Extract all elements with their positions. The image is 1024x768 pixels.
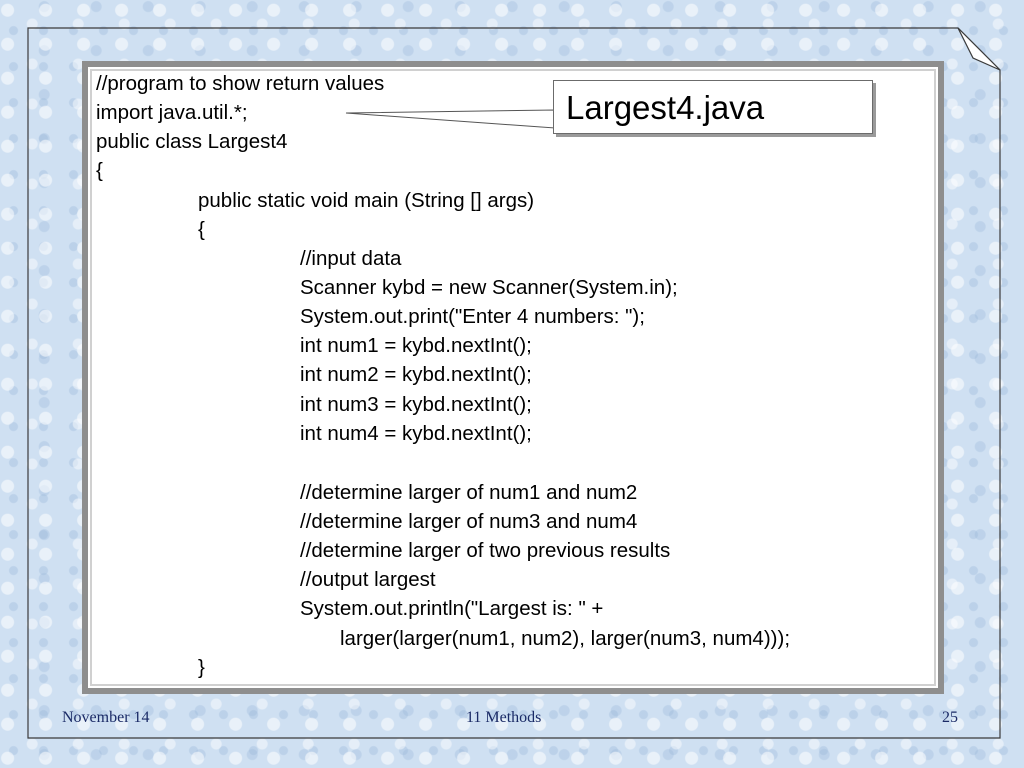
callout-box: Largest4.java	[553, 80, 873, 134]
dog-ear-page-outline	[27, 27, 1001, 739]
code-line-main-declaration: public static void main (String [] args)	[198, 189, 535, 212]
code-line-num3: int num3 = kybd.nextInt();	[300, 393, 532, 416]
footer-title: 11 Methods	[466, 709, 542, 726]
code-line-comment-output: //output largest	[300, 568, 436, 591]
code-line-comment-program: //program to show return values	[96, 72, 385, 95]
code-line-println: System.out.println("Largest is: " +	[300, 597, 604, 620]
code-line-main-open-brace: {	[198, 218, 205, 241]
code-line-print-prompt: System.out.print("Enter 4 numbers: ");	[300, 305, 645, 328]
code-line-num1: int num1 = kybd.nextInt();	[300, 334, 532, 357]
code-line-comment-larger-3-4: //determine larger of num3 and num4	[300, 510, 638, 533]
dog-ear-fold	[957, 27, 1001, 71]
code-line-num4: int num4 = kybd.nextInt();	[300, 422, 532, 445]
code-line-larger-call: larger(larger(num1, num2), larger(num3, …	[340, 627, 791, 650]
code-line-comment-larger-previous: //determine larger of two previous resul…	[300, 539, 671, 562]
footer-page-number: 25	[942, 709, 958, 726]
code-panel	[82, 61, 944, 694]
code-line-class-declaration: public class Largest4	[96, 130, 288, 153]
code-line-class-open-brace: {	[96, 159, 103, 182]
code-line-comment-input: //input data	[300, 247, 402, 270]
callout-label: Largest4.java	[566, 89, 765, 126]
code-line-num2: int num2 = kybd.nextInt();	[300, 363, 532, 386]
code-line-comment-larger-1-2: //determine larger of num1 and num2	[300, 481, 638, 504]
code-line-main-close-brace: }	[198, 656, 205, 679]
code-line-scanner: Scanner kybd = new Scanner(System.in);	[300, 276, 678, 299]
callout-pointer-shape	[345, 109, 556, 129]
code-line-import: import java.util.*;	[96, 101, 248, 124]
footer-date: November 14	[62, 709, 150, 726]
